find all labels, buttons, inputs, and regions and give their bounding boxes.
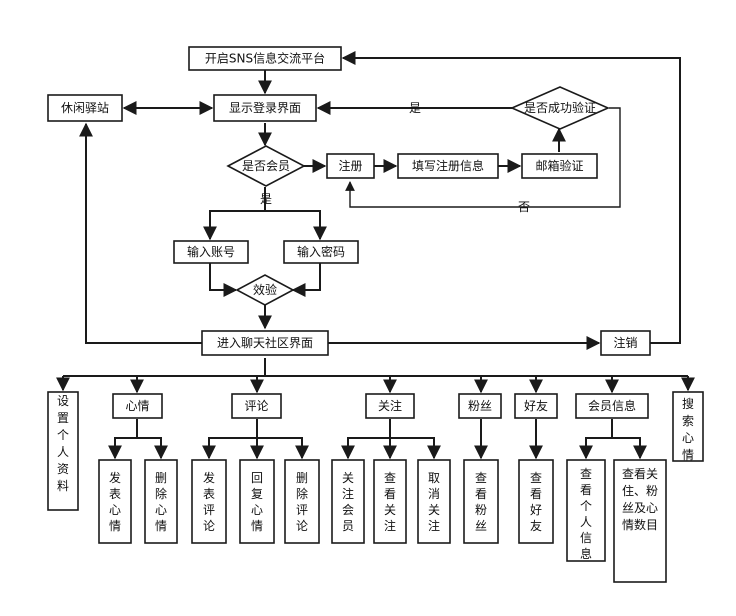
node-chat-community: 进入聊天社区界面 (201, 330, 329, 356)
node-view-friends: 查看好友 (518, 459, 554, 544)
edge-follow-cancel (390, 437, 441, 460)
node-post-mood-label: 发表心情 (109, 470, 121, 533)
label-yes-member: 是 (260, 192, 272, 206)
node-login-screen: 显示登录界面 (213, 94, 317, 122)
node-chat-community-label: 进入聊天社区界面 (217, 335, 313, 350)
node-delete-comment: 删除评论 (284, 459, 320, 544)
node-search-mood: 搜索心情 (672, 391, 704, 462)
node-leisure: 休闲驿站 (47, 94, 123, 122)
node-verify-ok-label: 是否成功验证 (524, 100, 596, 115)
node-input-account-label: 输入账号 (187, 244, 235, 259)
node-start-label: 开启SNS信息交流平台 (205, 51, 325, 66)
node-comment-label: 评论 (244, 399, 268, 413)
node-input-account: 输入账号 (173, 240, 249, 264)
node-validate: 效验 (235, 274, 295, 306)
node-logout-label: 注销 (613, 335, 637, 350)
edge-info-personal (579, 419, 613, 460)
node-unfollow: 取消关注 (417, 459, 451, 544)
edge-info-stats (612, 437, 647, 460)
edge-comment-post (202, 419, 258, 460)
node-is-member-label: 是否会员 (242, 159, 290, 173)
node-validate-label: 效验 (253, 282, 277, 297)
node-friends-label: 好友 (524, 399, 548, 413)
node-delete-mood-label: 删除心情 (155, 471, 167, 533)
label-no-verify: 否 (518, 200, 530, 214)
node-follow-member-label: 关注会员 (342, 471, 354, 533)
node-friends: 好友 (514, 393, 558, 419)
node-follow-member: 关注会员 (331, 459, 365, 544)
node-member-info-label: 会员信息 (588, 398, 636, 413)
edge-verify-no-register (345, 107, 621, 208)
node-comment: 评论 (231, 393, 282, 419)
node-input-password: 输入密码 (283, 240, 359, 264)
edge-mood-delete (137, 437, 168, 460)
node-view-stats: 查看关住、粉丝及心情数目 (613, 459, 667, 583)
node-delete-mood: 删除心情 (144, 459, 178, 544)
node-member-info: 会员信息 (575, 393, 649, 419)
edge-account-validate (209, 263, 238, 297)
node-view-friends-label: 查看好友 (530, 471, 542, 533)
node-view-stats-label: 查看关住、粉丝及心情数目 (622, 467, 658, 532)
node-post-mood: 发表心情 (98, 459, 132, 544)
edge-mood-post (108, 419, 138, 460)
node-fill-info: 填写注册信息 (397, 153, 499, 179)
node-view-fans-label: 查看粉丝 (475, 471, 487, 533)
node-view-follow: 查看关注 (373, 459, 407, 544)
edges (56, 51, 695, 460)
node-leisure-label: 休闲驿站 (61, 101, 109, 115)
node-mood: 心情 (112, 393, 163, 419)
node-logout: 注销 (600, 330, 651, 356)
node-unfollow-label: 取消关注 (428, 471, 440, 533)
node-fans-label: 粉丝 (468, 399, 492, 413)
node-post-comment: 发表评论 (191, 459, 227, 544)
node-fill-info-label: 填写注册信息 (412, 158, 484, 173)
node-register: 注册 (326, 153, 375, 179)
node-fans: 粉丝 (458, 393, 502, 419)
edge-follow-member (341, 419, 391, 460)
node-start: 开启SNS信息交流平台 (188, 46, 342, 71)
edge-chat-leisure (79, 122, 202, 344)
node-reply-mood-label: 回复心情 (251, 471, 263, 533)
node-input-password-label: 输入密码 (297, 244, 345, 259)
node-post-comment-label: 发表评论 (203, 470, 215, 533)
node-reply-mood: 回复心情 (239, 459, 275, 544)
edge-comment-delete (257, 437, 309, 460)
node-verify-ok: 是否成功验证 (510, 86, 610, 130)
node-settings: 设置个人资料 (47, 391, 79, 511)
node-is-member: 是否会员 (226, 145, 306, 187)
node-delete-comment-label: 删除评论 (296, 471, 308, 533)
node-login-screen-label: 显示登录界面 (229, 100, 301, 115)
node-mood-label: 心情 (125, 399, 149, 413)
edge-member-account (203, 187, 266, 241)
edge-logout-start (341, 51, 681, 344)
node-follow: 关注 (365, 393, 415, 419)
label-yes-verify: 是 (409, 101, 421, 115)
edge-member-password (265, 210, 327, 241)
node-settings-label: 设置个人资料 (57, 394, 69, 493)
node-view-follow-label: 查看关注 (384, 471, 396, 533)
node-follow-label: 关注 (378, 398, 402, 413)
node-search-mood-label: 搜索心情 (682, 396, 694, 462)
edge-password-validate (291, 263, 321, 297)
node-view-personal-label: 查看个人信息 (580, 467, 592, 561)
node-email-verify: 邮箱验证 (521, 153, 598, 179)
node-view-fans: 查看粉丝 (463, 459, 499, 544)
node-email-verify-label: 邮箱验证 (535, 158, 583, 173)
node-view-personal: 查看个人信息 (566, 459, 606, 562)
node-register-label: 注册 (338, 158, 362, 173)
